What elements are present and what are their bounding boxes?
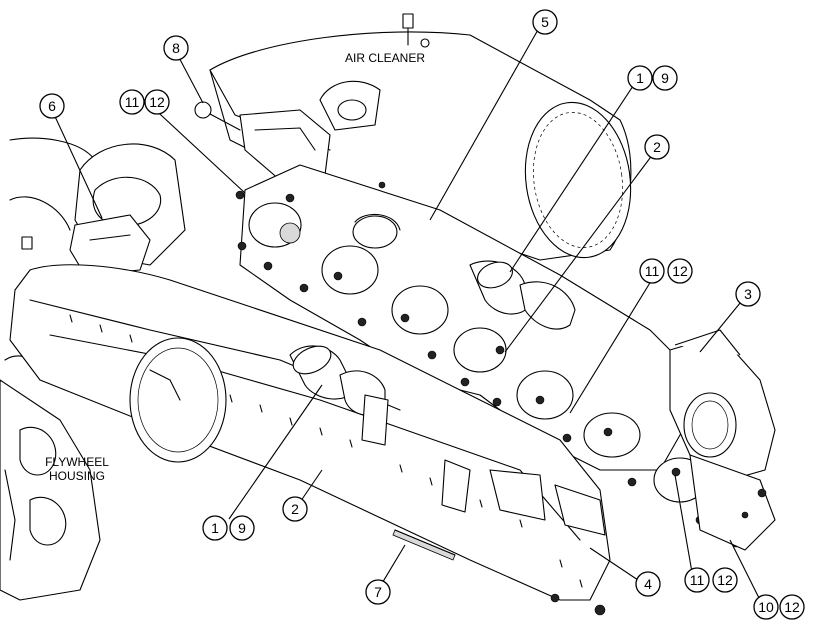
flywheel-label-line1: FLYWHEEL bbox=[45, 455, 109, 469]
engine-block-left bbox=[0, 137, 111, 601]
callout-11-upper-left: 11 bbox=[125, 94, 140, 110]
callout-5: 5 bbox=[541, 14, 549, 30]
callout-10: 10 bbox=[758, 599, 774, 615]
callout-1-lower: 1 bbox=[211, 520, 219, 536]
callout-12-bottom-right: 12 bbox=[784, 599, 800, 615]
callout-12-right-mid: 12 bbox=[672, 263, 688, 279]
callout-11-right-mid: 11 bbox=[645, 263, 660, 279]
callout-12-upper-left: 12 bbox=[149, 94, 165, 110]
callout-1-upper: 1 bbox=[636, 70, 644, 86]
callout-4: 4 bbox=[644, 576, 652, 592]
callout-11-lower-right: 11 bbox=[690, 572, 705, 588]
callout-6: 6 bbox=[48, 98, 56, 114]
callout-7: 7 bbox=[374, 584, 382, 600]
callout-9-lower: 9 bbox=[238, 520, 246, 536]
flywheel-label-line2: HOUSING bbox=[49, 469, 105, 483]
callout-3: 3 bbox=[744, 286, 752, 302]
air-cleaner-label: AIR CLEANER bbox=[345, 51, 425, 65]
lower-exhaust-manifold bbox=[9, 264, 611, 616]
callout-2-lower: 2 bbox=[291, 501, 299, 517]
callout-2-upper: 2 bbox=[653, 139, 661, 155]
upper-exhaust-manifold bbox=[235, 164, 741, 548]
callout-12-lower-right: 12 bbox=[717, 572, 733, 588]
air-cleaner bbox=[209, 13, 632, 261]
callout-8: 8 bbox=[172, 40, 180, 56]
callout-9-upper: 9 bbox=[661, 70, 669, 86]
turbo-elbow-right bbox=[669, 329, 776, 551]
lower-edge-bolts bbox=[69, 314, 583, 588]
gasket-7 bbox=[392, 529, 456, 561]
turbocharger-left bbox=[21, 143, 186, 276]
